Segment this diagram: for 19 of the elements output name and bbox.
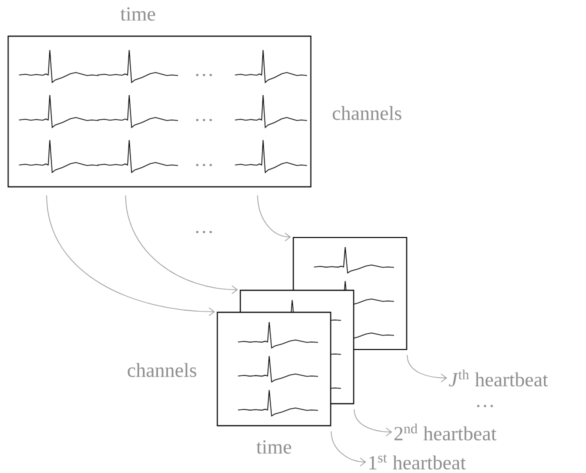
axis-label: channels xyxy=(332,106,402,120)
arrow xyxy=(46,195,215,316)
arrow xyxy=(354,408,392,436)
heartbeat-label: J$^{th}$ heartbeat xyxy=(448,370,548,386)
ellipsis: … xyxy=(196,74,212,76)
arrow xyxy=(257,195,291,242)
heartbeat-label: 1$^{st}$ heartbeat xyxy=(369,454,466,470)
ecg-window xyxy=(8,36,312,188)
ellipsis: … xyxy=(196,164,212,166)
heartbeat-label: 2$^{nd}$ heartbeat xyxy=(394,424,496,440)
axis-label: time xyxy=(256,440,292,454)
arrow xyxy=(125,195,238,294)
ecg-window xyxy=(216,312,332,426)
arrow xyxy=(406,354,447,382)
ellipsis: … xyxy=(477,404,493,408)
ellipsis: … xyxy=(196,118,212,122)
ellipsis: … xyxy=(196,230,212,234)
axis-label: channels xyxy=(128,362,196,378)
arrow xyxy=(330,430,366,466)
